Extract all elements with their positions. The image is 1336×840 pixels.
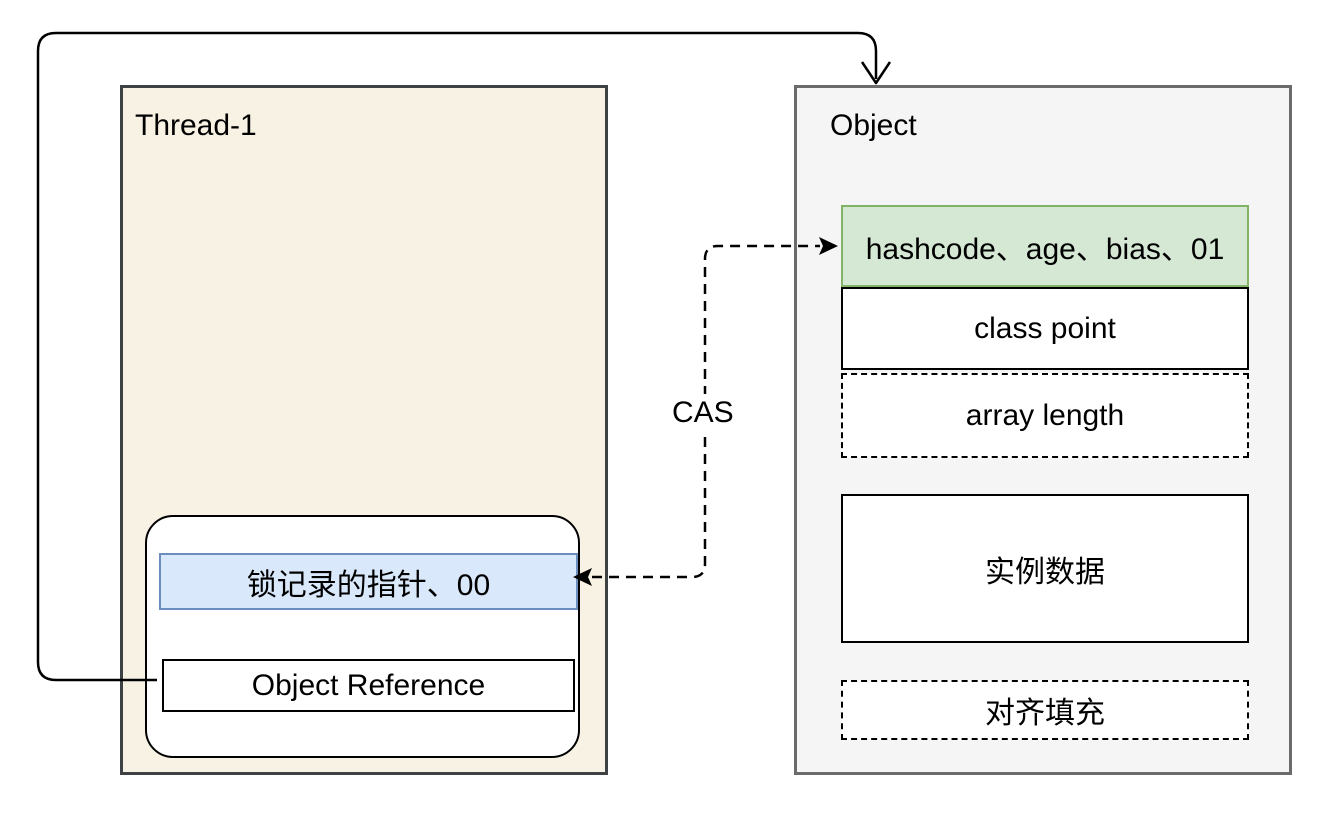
lock-record-container: 锁记录的指针、00 Object Reference [145,515,580,758]
array-length-row: array length [841,373,1249,458]
object-title: Object [830,109,917,142]
object-box: Object hashcode、age、bias、01 class point … [794,85,1292,775]
class-pointer-row: class point [841,287,1249,370]
mark-word-row: hashcode、age、bias、01 [841,205,1249,287]
lock-record-pointer-cell: 锁记录的指针、00 [159,553,578,610]
cas-label: CAS [666,394,740,432]
alignment-padding-row: 对齐填充 [841,680,1249,740]
open-arrowhead-down-icon [860,61,892,85]
thread-title: Thread-1 [135,109,257,142]
object-reference-cell: Object Reference [162,659,575,712]
thread-box: Thread-1 锁记录的指针、00 Object Reference [120,85,608,775]
instance-data-row: 实例数据 [841,494,1249,643]
